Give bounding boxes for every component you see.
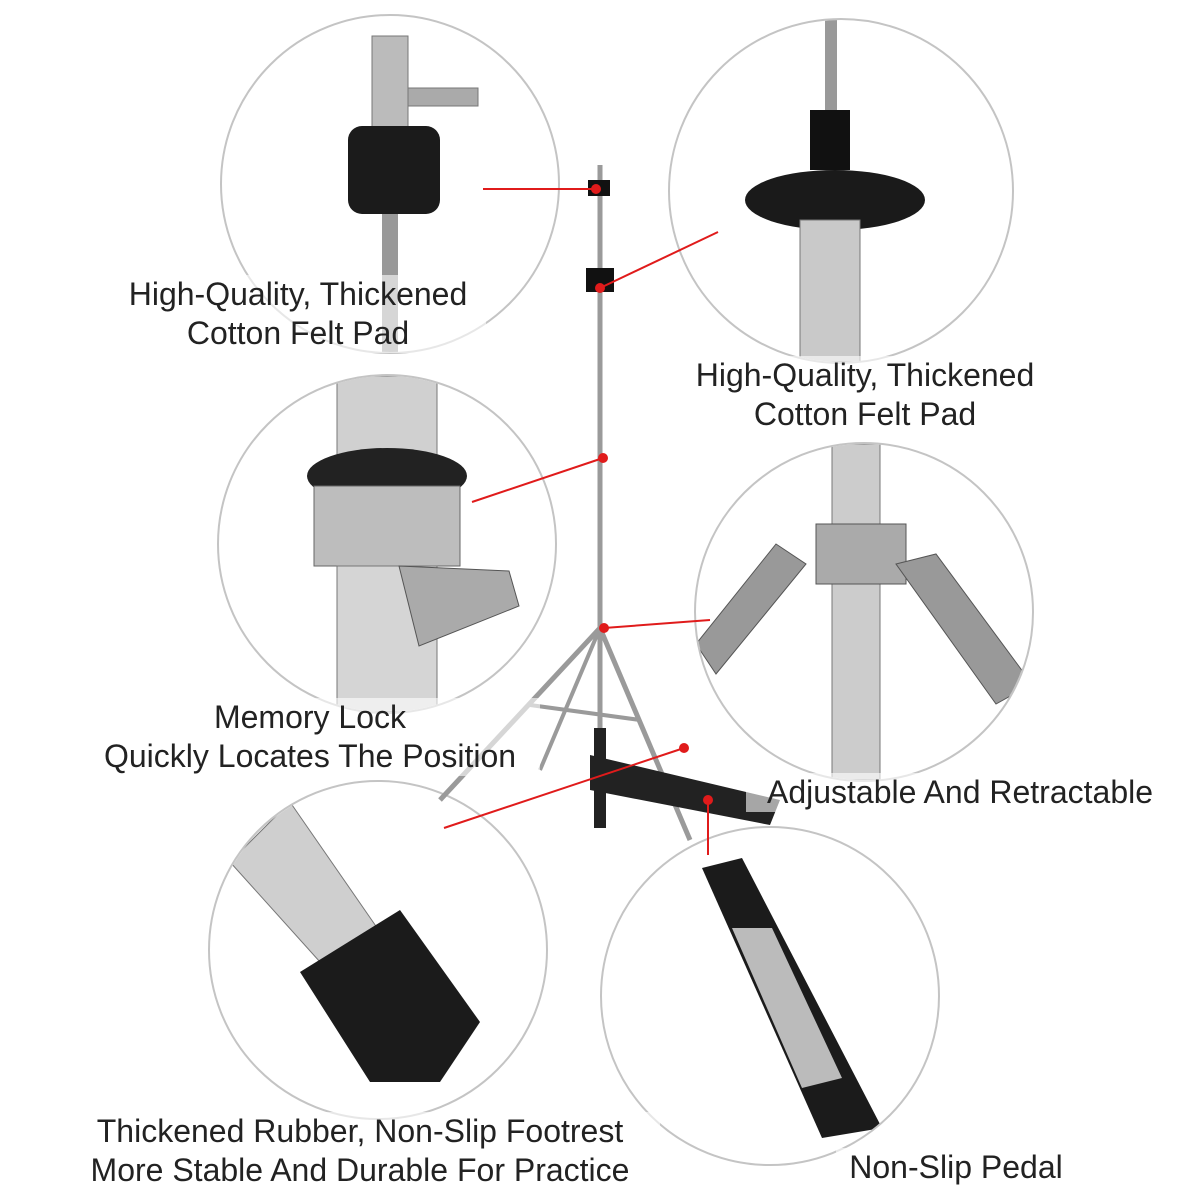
detail-circle-pedal (600, 826, 940, 1166)
label-line: Thickened Rubber, Non-Slip Footrest (96, 1113, 624, 1149)
memory-lock-illustration (307, 376, 520, 712)
label-line: Quickly Locates The Position (103, 738, 517, 774)
callout-label-adjustable: Adjustable And Retractable (746, 773, 1174, 812)
detail-circle-memory-lock (217, 374, 557, 714)
detail-circle-top-cup-felt (668, 18, 1014, 364)
rubber-foot-illustration (229, 801, 480, 1082)
label-line: High-Quality, Thickened (695, 357, 1035, 393)
pedal-board (590, 755, 780, 825)
label-line: High-Quality, Thickened (128, 276, 468, 312)
cup-felt-illustration (745, 20, 925, 362)
callout-label-clutch-felt: High-Quality, Thickened Cotton Felt Pad (110, 275, 486, 353)
callout-lines (443, 188, 719, 855)
detail-circle-adjustable-legs (694, 442, 1034, 782)
callout-label-rubber-foot: Thickened Rubber, Non-Slip Footrest More… (60, 1112, 660, 1190)
legs-joint-illustration (696, 444, 1032, 780)
callout-label-cup-felt: High-Quality, Thickened Cotton Felt Pad (676, 356, 1054, 434)
label-line: Cotton Felt Pad (186, 315, 410, 351)
label-line: Cotton Felt Pad (753, 396, 977, 432)
label-line: Memory Lock (213, 699, 407, 735)
callout-dots (591, 184, 713, 805)
label-line: Non-Slip Pedal (849, 1149, 1063, 1185)
label-line: Adjustable And Retractable (766, 774, 1154, 810)
callout-label-pedal: Non-Slip Pedal (836, 1148, 1076, 1187)
callout-label-memory-lock: Memory Lock Quickly Locates The Position (80, 698, 540, 776)
pedal-illustration (702, 858, 882, 1138)
pedal-frame (594, 728, 606, 828)
label-line: More Stable And Durable For Practice (90, 1152, 630, 1188)
